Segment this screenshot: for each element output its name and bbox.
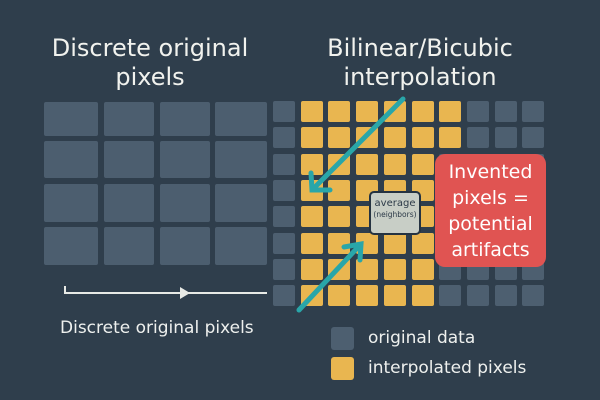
left-title: Discrete original pixels [30, 34, 270, 92]
interpolated-pixel [411, 258, 434, 280]
original-pixel [44, 227, 98, 265]
interpolated-pixel [383, 153, 406, 175]
callout-line: Invented [448, 160, 533, 183]
interpolated-pixel [411, 232, 434, 254]
interpolated-pixel [383, 258, 406, 280]
original-pixel [44, 184, 98, 222]
interpolated-pixel [300, 232, 323, 254]
legend-swatch-original [331, 327, 354, 350]
interpolated-pixel [356, 101, 379, 122]
interpolated-pixel [328, 179, 351, 201]
original-pixel [104, 141, 154, 178]
original-pixel [273, 153, 295, 175]
interpolated-pixel [300, 101, 323, 122]
original-pixel [273, 127, 295, 149]
interpolated-pixel [328, 285, 351, 307]
interpolated-pixel [383, 285, 406, 307]
neighbors-label: (neighbors) [373, 210, 417, 219]
original-pixel [273, 101, 295, 122]
callout-line: artifacts [451, 238, 530, 261]
artifacts-callout: Invented pixels = potential artifacts [435, 154, 546, 267]
original-pixel [160, 141, 210, 178]
interpolated-pixel [411, 153, 434, 175]
arrow-down-left-icon [310, 96, 406, 192]
original-pixel [215, 184, 267, 222]
interpolated-pixel [356, 258, 379, 280]
right-title-line: Bilinear/Bicubic [327, 34, 513, 62]
original-pixel [494, 285, 517, 307]
original-pixel [522, 285, 545, 307]
original-pixel [494, 101, 517, 122]
original-pixel [466, 101, 489, 122]
original-pixel [215, 227, 267, 265]
interpolated-pixel [411, 127, 434, 149]
original-pixel [273, 179, 295, 201]
original-pixel [466, 127, 489, 149]
interpolated-pixel [439, 127, 462, 149]
arrow-right-icon [180, 287, 190, 299]
original-pixel [104, 227, 154, 265]
interpolated-pixel [300, 153, 323, 175]
original-pixel [522, 101, 545, 122]
original-pixel [160, 184, 210, 222]
legend-swatch-interpolated [331, 357, 354, 380]
interpolated-pixel [411, 285, 434, 307]
original-pixel [522, 127, 545, 149]
legend-label-original: original data [368, 328, 476, 348]
original-pixel [104, 102, 154, 136]
average-label: average [374, 198, 416, 209]
original-pixel [160, 227, 210, 265]
scan-line [64, 286, 267, 294]
interpolated-pixel [300, 258, 323, 280]
interpolated-pixel [300, 206, 323, 228]
original-pixel [439, 285, 462, 307]
original-pixel [44, 102, 98, 136]
interpolated-pixel [356, 285, 379, 307]
interpolated-pixel [356, 153, 379, 175]
original-pixel [466, 285, 489, 307]
right-title: Bilinear/Bicubic interpolation [300, 34, 540, 92]
original-pixel [273, 285, 295, 307]
interpolated-pixel [328, 127, 351, 149]
callout-line: pixels = [452, 186, 529, 209]
left-title-line: pixels [115, 63, 185, 91]
average-neighbors-box: average (neighbors) [369, 191, 421, 235]
original-pixel [160, 102, 210, 136]
interpolated-pixel [300, 127, 323, 149]
original-pixel [273, 206, 295, 228]
original-pixel [215, 141, 267, 178]
arrow-up-right-icon [296, 242, 363, 313]
callout-line: potential [448, 212, 533, 235]
interpolated-pixel [328, 101, 351, 122]
caption: Discrete original pixels [60, 318, 254, 338]
original-pixel [273, 258, 295, 280]
interpolated-pixel [383, 127, 406, 149]
original-pixel [104, 184, 154, 222]
interpolated-pixel [383, 101, 406, 122]
legend-label-interpolated: interpolated pixels [368, 358, 527, 378]
interpolated-pixel [328, 206, 351, 228]
interpolated-pixel [383, 232, 406, 254]
arrow-head-icon [341, 240, 364, 263]
left-title-line: Discrete original [51, 34, 249, 62]
original-pixel [215, 102, 267, 136]
original-pixel [273, 232, 295, 254]
arrow-head-icon [308, 170, 333, 193]
original-pixel [494, 127, 517, 149]
original-pixel [44, 141, 98, 178]
right-title-line: interpolation [343, 63, 497, 91]
interpolated-pixel [411, 101, 434, 122]
interpolated-pixel [439, 101, 462, 122]
